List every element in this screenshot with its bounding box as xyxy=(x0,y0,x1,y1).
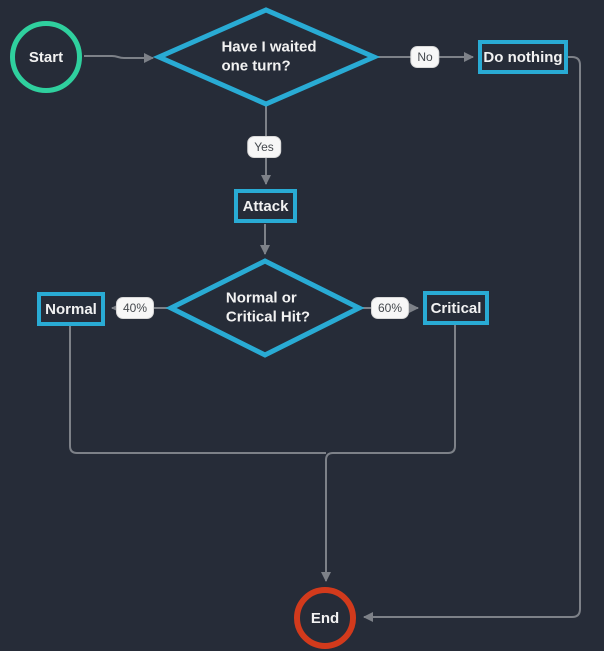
attack-label: Attack xyxy=(242,197,289,215)
hit-decision-diamond[interactable] xyxy=(165,258,365,358)
edge-critical-to-end[interactable] xyxy=(321,325,456,582)
normal-label: Normal xyxy=(45,300,97,318)
edge-label-40pct[interactable]: 40% xyxy=(115,297,155,319)
start-node[interactable]: Start xyxy=(10,21,82,93)
edge-do-nothing-to-end[interactable] xyxy=(363,56,581,622)
edge-normal-to-merge[interactable] xyxy=(69,326,326,454)
end-node[interactable]: End xyxy=(294,587,356,649)
edge-label-yes[interactable]: Yes xyxy=(247,136,281,158)
do-nothing-node[interactable]: Do nothing xyxy=(478,40,568,74)
edge-label-60pct[interactable]: 60% xyxy=(370,297,410,319)
do-nothing-label: Do nothing xyxy=(483,48,563,66)
end-label: End xyxy=(310,609,340,627)
hit-decision-label: Normal or Critical Hit? xyxy=(225,289,311,325)
edge-label-no[interactable]: No xyxy=(410,46,440,68)
start-label: Start xyxy=(28,48,64,66)
normal-node[interactable]: Normal xyxy=(37,292,105,326)
attack-node[interactable]: Attack xyxy=(234,189,297,223)
critical-label: Critical xyxy=(430,299,482,317)
wait-decision-label: Have I waited one turn? xyxy=(221,38,317,74)
edge-start-to-wait-decision[interactable] xyxy=(84,53,154,63)
critical-node[interactable]: Critical xyxy=(423,291,489,325)
wait-decision-diamond[interactable] xyxy=(152,7,381,107)
